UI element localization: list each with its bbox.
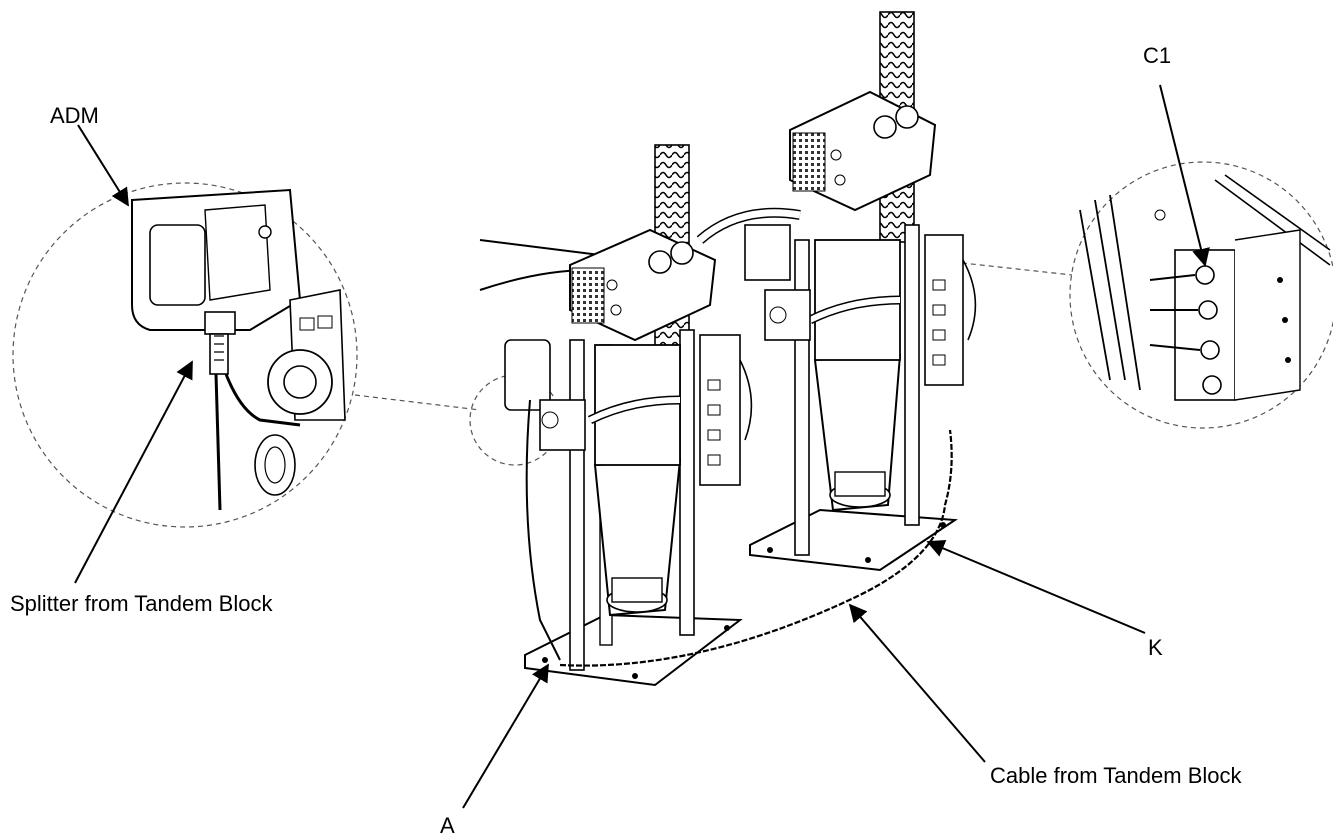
right-pump-unit	[696, 11, 977, 572]
callout-k: K	[1148, 635, 1163, 660]
k-leader-arrow	[926, 539, 1146, 634]
a-leader-arrow	[462, 663, 549, 809]
callout-cable: Cable from Tandem Block	[990, 763, 1242, 788]
callout-splitter: Splitter from Tandem Block	[10, 591, 273, 616]
callout-c1: C1	[1143, 43, 1172, 68]
adm-leader-arrow	[77, 124, 129, 207]
callout-a: A	[440, 813, 455, 838]
left-pump-unit	[479, 144, 753, 687]
callout-adm: ADM	[50, 103, 99, 128]
tandem-cable	[559, 429, 953, 667]
left-detail-leader	[354, 394, 481, 411]
adm-detail-circle	[12, 182, 358, 528]
splitter-leader-arrow	[74, 360, 193, 584]
c1-detail-circle	[1069, 161, 1333, 429]
c1-leader-arrow	[1159, 84, 1210, 267]
cable-leader-arrow	[848, 603, 986, 763]
